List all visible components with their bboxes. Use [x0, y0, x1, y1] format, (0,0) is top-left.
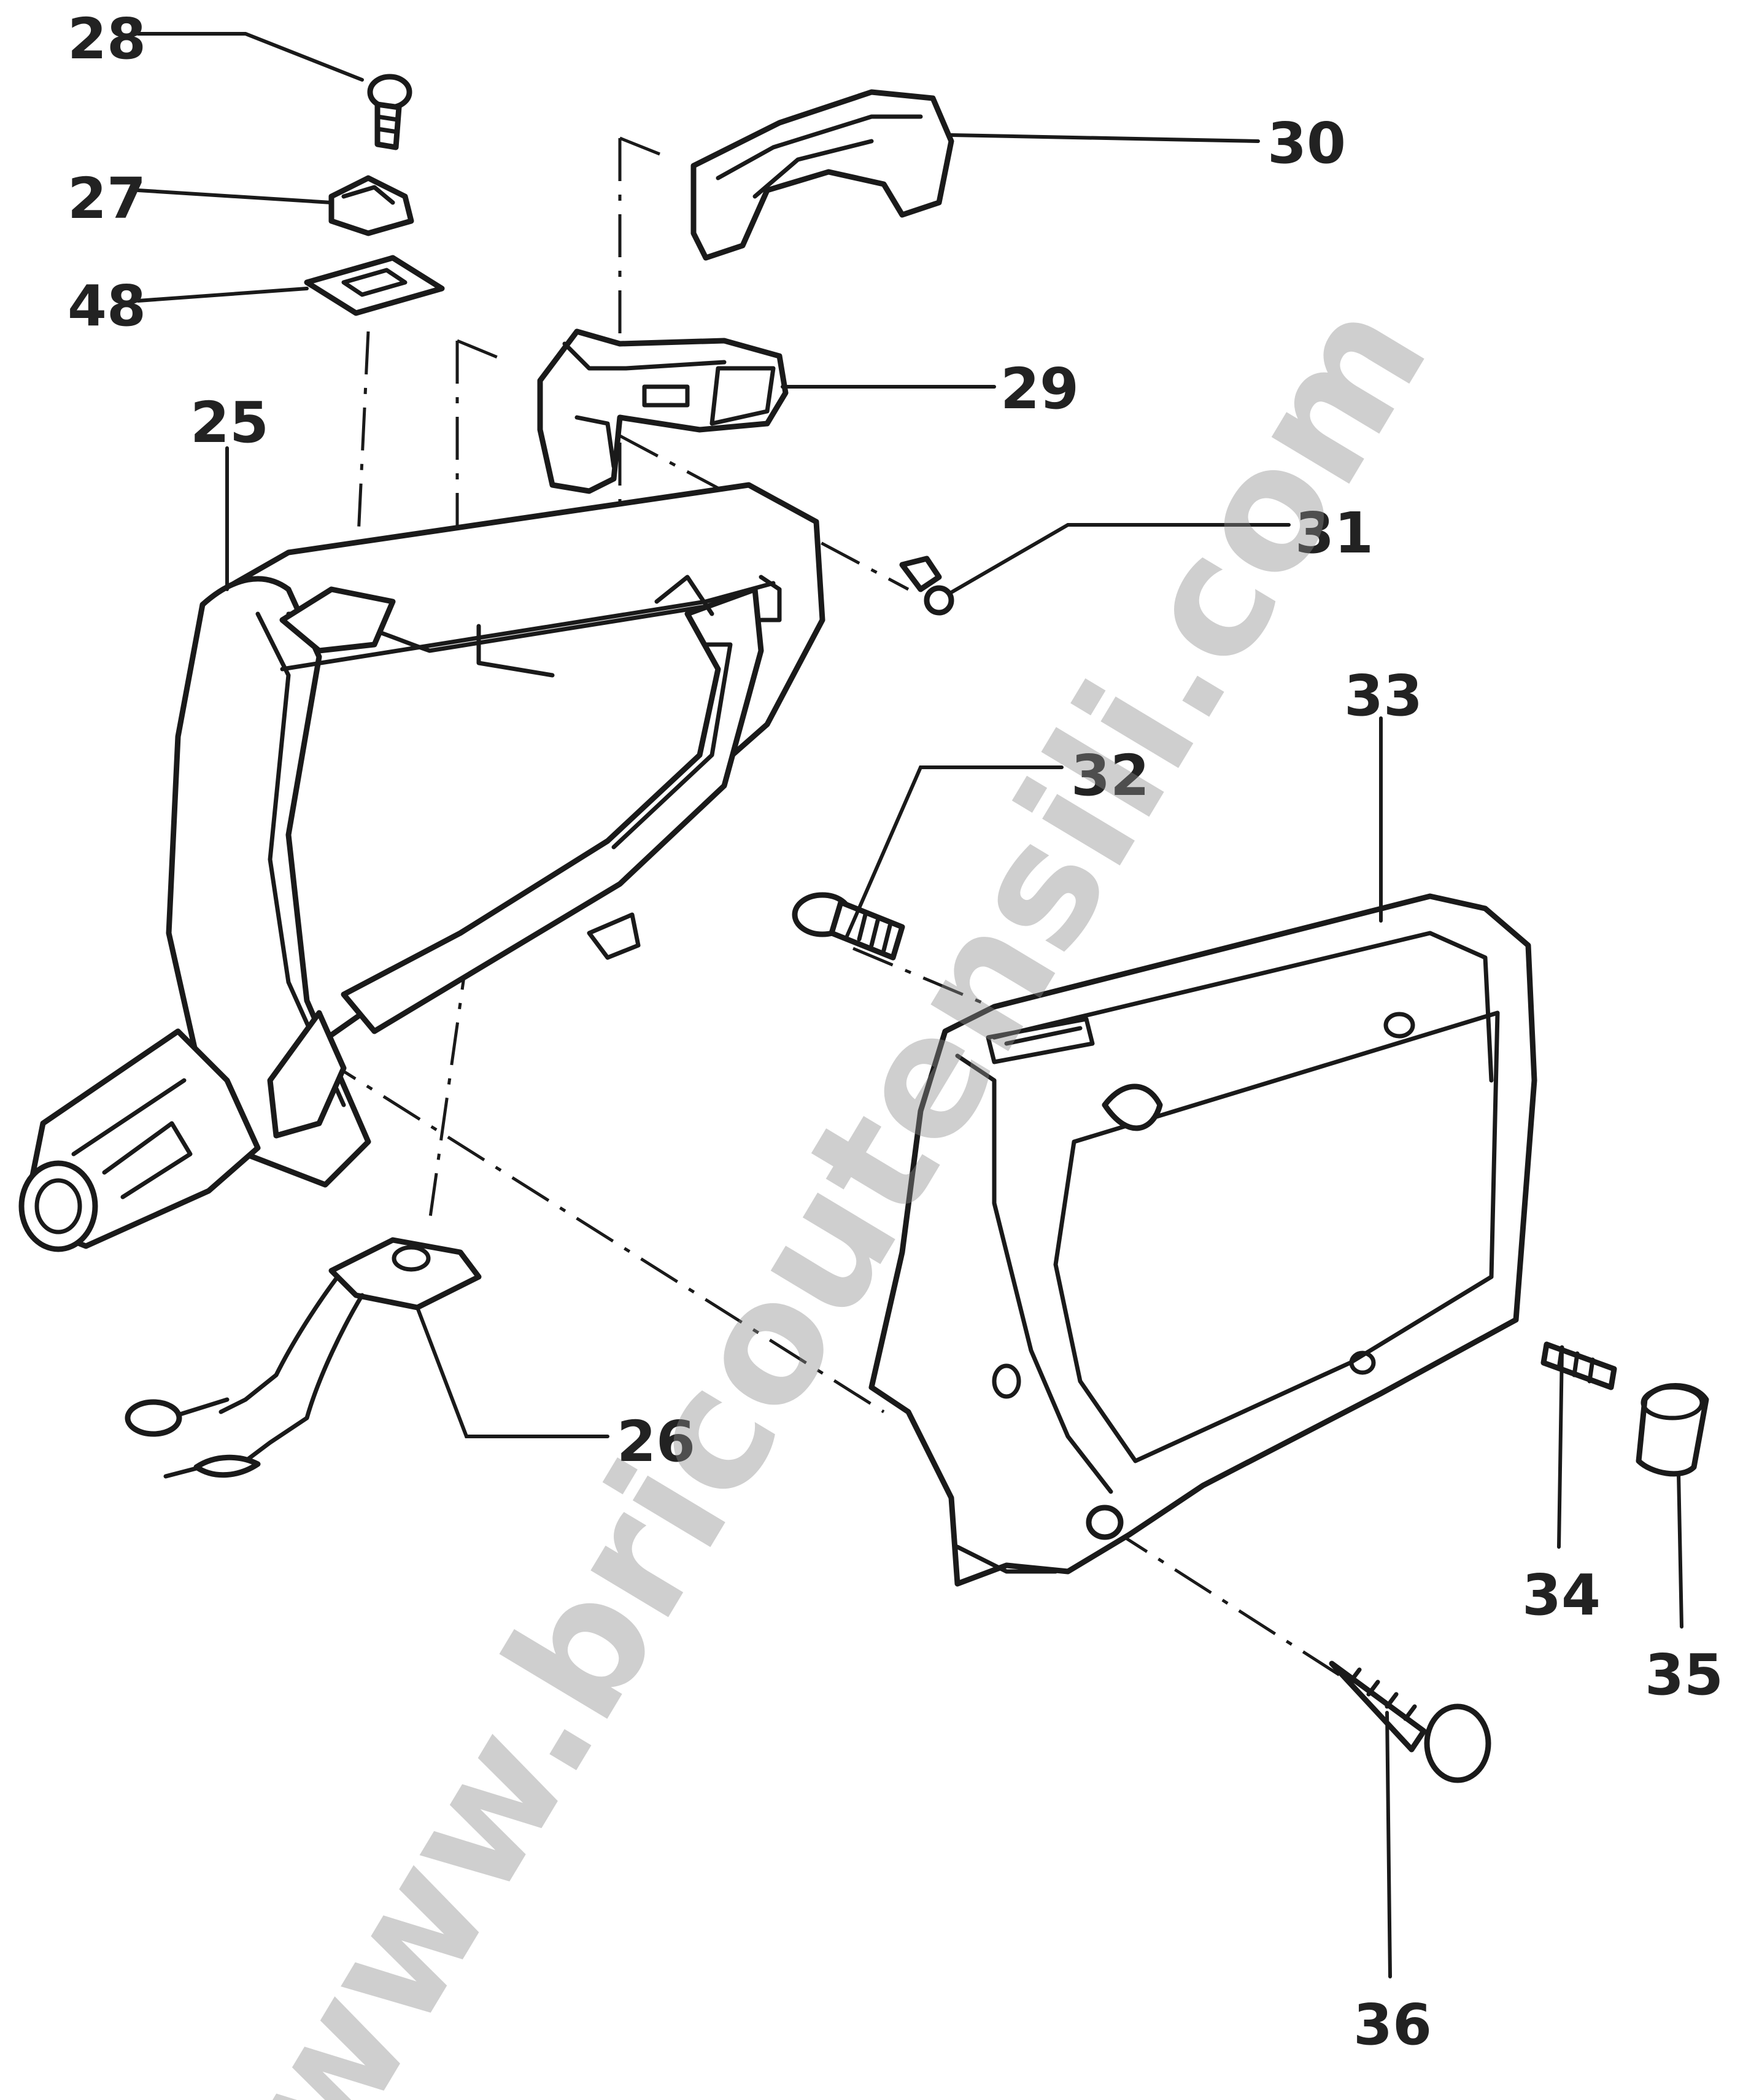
- part-number-48: 48: [68, 273, 146, 339]
- part-26-switch-with-wires: [125, 1237, 482, 1479]
- part-number-32: 32: [1071, 743, 1150, 808]
- part-number-28: 28: [68, 6, 146, 72]
- part-number-25: 25: [190, 390, 269, 455]
- part-number-27: 27: [68, 166, 146, 231]
- part-27-cushion-block: [328, 175, 414, 236]
- part-number-26: 26: [617, 1409, 695, 1474]
- part-31-screw: [899, 556, 954, 616]
- part-29-rear-grip-upper: [537, 328, 789, 494]
- part-number-34: 34: [1522, 1562, 1601, 1628]
- part-36-tapping-screw: [1329, 1660, 1491, 1783]
- leader-lines: [136, 32, 1683, 1978]
- part-number-29: 29: [1000, 356, 1079, 422]
- part-48-mount-plate: [304, 255, 445, 316]
- part-35-cap: [1636, 1383, 1709, 1477]
- part-number-35: 35: [1645, 1642, 1723, 1708]
- part-number-33: 33: [1344, 663, 1423, 729]
- part-28-bolt: [367, 74, 412, 150]
- part-number-36: 36: [1353, 1992, 1432, 2058]
- part-number-labels: 28 27 48 25 29 30 31 33 32 26 34 35 36: [68, 6, 1723, 2058]
- part-number-30: 30: [1267, 110, 1346, 176]
- part-number-31: 31: [1295, 500, 1374, 566]
- part-25-front-handle-frame: [18, 482, 825, 1252]
- part-30-top-handle-cover: [690, 89, 954, 261]
- part-33-side-cover: [868, 893, 1537, 1587]
- part-34-spring: [1540, 1341, 1617, 1390]
- part-32-bolt: [792, 892, 905, 961]
